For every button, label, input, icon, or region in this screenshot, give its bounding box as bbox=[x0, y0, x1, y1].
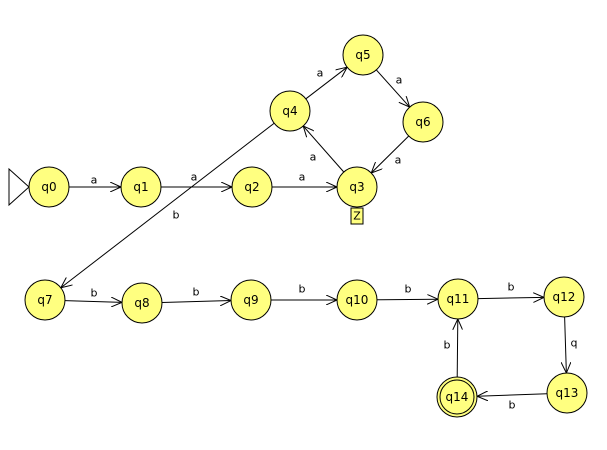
transition-arrow bbox=[64, 301, 122, 303]
transition-q9-q10: b bbox=[271, 283, 337, 301]
transition-q11-q12: b bbox=[477, 281, 544, 299]
transition-arrow bbox=[371, 135, 410, 173]
initial-state-marker bbox=[8, 167, 30, 207]
transition-label: a bbox=[91, 174, 98, 187]
transition-label: a bbox=[396, 74, 403, 87]
state-label: q13 bbox=[556, 386, 579, 400]
state-label: q0 bbox=[41, 180, 56, 194]
transition-arrow bbox=[303, 126, 345, 173]
transition-arrow bbox=[457, 319, 458, 378]
transition-arrow bbox=[161, 301, 231, 303]
state-label: q10 bbox=[346, 293, 369, 307]
state-label: q14 bbox=[446, 390, 469, 404]
transition-q12-q13: q bbox=[565, 316, 578, 373]
state-label: q2 bbox=[244, 180, 259, 194]
state-circle bbox=[24, 279, 66, 321]
transition-label: a bbox=[317, 67, 324, 80]
state-q9[interactable]: q9 bbox=[230, 279, 272, 321]
state-q6[interactable]: q6 bbox=[402, 101, 444, 143]
state-circle bbox=[231, 166, 273, 208]
transition-q4-q5: a bbox=[305, 67, 347, 100]
transition-arrow bbox=[305, 67, 347, 100]
transition-arrow bbox=[61, 122, 275, 288]
transition-arrow bbox=[565, 316, 567, 373]
transition-q6-q3: a bbox=[371, 135, 410, 173]
state-q11[interactable]: q11 bbox=[437, 278, 479, 320]
transition-label: b bbox=[508, 281, 515, 294]
transition-label: b bbox=[509, 399, 516, 412]
state-circle bbox=[230, 279, 272, 321]
state-circle bbox=[402, 101, 444, 143]
stack-symbol-label: Z bbox=[353, 210, 361, 223]
state-label: q4 bbox=[282, 104, 297, 118]
transition-arrow bbox=[477, 394, 548, 397]
transition-label: q bbox=[571, 337, 578, 350]
state-circle bbox=[121, 282, 163, 324]
state-q4[interactable]: q4 bbox=[269, 90, 311, 132]
state-circle bbox=[28, 166, 70, 208]
states-layer: q0 q1 q2 q3 q4 q5 q6 q7 q8 q9 q10 q11 q12 q13 q14 bbox=[8, 34, 588, 418]
transition-q0-q1: a bbox=[69, 174, 121, 188]
transition-label: a bbox=[191, 171, 198, 184]
transition-label: b bbox=[405, 283, 412, 296]
transition-q2-q3: a bbox=[272, 171, 337, 188]
transition-arrow bbox=[376, 299, 438, 300]
state-circle bbox=[546, 372, 588, 414]
state-circle bbox=[120, 166, 162, 208]
state-circle bbox=[336, 166, 378, 208]
transition-label: a bbox=[299, 171, 306, 184]
transition-q13-q14: b bbox=[477, 394, 548, 412]
transition-q7-q8: b bbox=[64, 287, 122, 303]
state-q13[interactable]: q13 bbox=[546, 372, 588, 414]
state-circle bbox=[269, 90, 311, 132]
transition-q4-q7: b bbox=[61, 122, 275, 288]
transition-label: a bbox=[395, 154, 402, 167]
state-label: q11 bbox=[447, 292, 470, 306]
state-q1[interactable]: q1 bbox=[120, 166, 162, 208]
stack-symbol-box bbox=[350, 207, 364, 225]
state-q10[interactable]: q10 bbox=[336, 279, 378, 321]
state-label: q5 bbox=[355, 48, 370, 62]
notes-layer: Z bbox=[350, 207, 364, 225]
state-label: q1 bbox=[133, 180, 148, 194]
state-q2[interactable]: q2 bbox=[231, 166, 273, 208]
transition-label: a bbox=[310, 151, 317, 164]
state-label: q9 bbox=[243, 293, 258, 307]
state-label: q3 bbox=[349, 180, 364, 194]
transition-label: b bbox=[444, 339, 451, 352]
state-circle bbox=[342, 34, 384, 76]
state-q3[interactable]: q3 bbox=[336, 166, 378, 208]
final-state-ring bbox=[439, 379, 475, 415]
transition-q5-q6: a bbox=[375, 69, 409, 107]
transition-label: b bbox=[173, 209, 180, 222]
transition-q1-q2: a bbox=[161, 171, 232, 188]
state-q7[interactable]: q7 bbox=[24, 279, 66, 321]
state-label: q7 bbox=[37, 293, 52, 307]
state-q14[interactable]: q14 bbox=[436, 376, 478, 418]
state-label: q6 bbox=[415, 115, 430, 129]
transition-label: b bbox=[91, 287, 98, 300]
transition-q3-q4: a bbox=[303, 126, 345, 173]
state-label: q12 bbox=[553, 290, 576, 304]
transition-label: b bbox=[299, 283, 306, 296]
state-q5[interactable]: q5 bbox=[342, 34, 384, 76]
state-circle bbox=[336, 279, 378, 321]
transition-q10-q11: b bbox=[376, 283, 438, 300]
stack-symbol-q3: Z bbox=[350, 207, 364, 225]
state-circle bbox=[437, 278, 479, 320]
transition-label: b bbox=[193, 286, 200, 299]
transition-q8-q9: b bbox=[161, 286, 231, 303]
transition-arrow bbox=[477, 297, 544, 298]
transition-q14-q11: b bbox=[444, 319, 458, 378]
state-circle bbox=[543, 276, 585, 318]
state-q12[interactable]: q12 bbox=[543, 276, 585, 318]
state-q8[interactable]: q8 bbox=[121, 282, 163, 324]
transition-arrow bbox=[375, 69, 409, 107]
state-label: q8 bbox=[134, 296, 149, 310]
state-q0[interactable]: q0 bbox=[8, 166, 70, 208]
